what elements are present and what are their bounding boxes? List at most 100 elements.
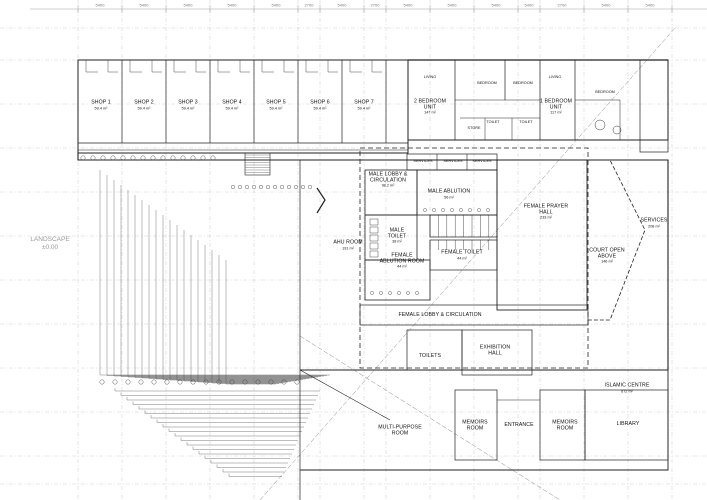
seating-step	[120, 185, 321, 377]
column-marker	[237, 184, 242, 189]
landscape-label: LANDSCAPE ±0.00	[30, 236, 69, 252]
column-marker	[294, 379, 300, 385]
room-area: 38 m²	[392, 239, 402, 244]
wc-cubicle	[369, 250, 379, 258]
seating-step	[144, 410, 310, 414]
seating-step	[197, 240, 288, 383]
door-swing	[305, 60, 318, 73]
dimension-label: 5400	[601, 2, 611, 8]
column-marker	[160, 155, 166, 161]
room-name: TOILET	[486, 120, 500, 125]
stair-circle	[612, 125, 622, 135]
multi-purpose-room-label: MULTI-PURPOSE ROOM	[378, 425, 422, 436]
room-area: 59.4 m²	[181, 106, 195, 110]
seating-step	[126, 397, 316, 401]
ablution-stool	[486, 208, 490, 212]
exhibition-hall-label: EXHIBITION HALL	[480, 345, 510, 356]
room-name: MALE ABLUTION	[427, 188, 471, 195]
wc-cubicle	[369, 226, 379, 234]
landscape-level: ±0.00	[41, 244, 59, 251]
seating-step	[106, 175, 327, 376]
room-name: MALE TOILET	[387, 227, 407, 240]
services-c-label: SERVICES	[472, 159, 491, 165]
direction-arrow	[316, 187, 326, 214]
room-name: AHU ROOM	[333, 239, 363, 246]
wc-cubicle	[369, 234, 379, 242]
wall-line	[299, 369, 391, 421]
room-name: SHOP 7	[354, 99, 374, 106]
seating-step	[216, 464, 286, 468]
room-name: 1 BEDROOM UNIT	[539, 98, 573, 111]
column-marker	[230, 184, 235, 189]
ablution-stool	[432, 208, 436, 212]
column-marker	[112, 379, 118, 385]
room-name: SERVICES	[640, 217, 668, 224]
room-area: 59.4 m²	[269, 106, 283, 110]
main-outer-wall	[77, 153, 669, 370]
room-area: 208 m²	[648, 224, 660, 228]
room-name: TOILET	[519, 120, 533, 125]
column-marker	[150, 155, 156, 161]
column-marker	[273, 184, 278, 189]
seating-step	[225, 260, 276, 385]
seating-step	[134, 195, 315, 378]
seating-step	[169, 220, 300, 381]
seating-step	[155, 210, 306, 380]
room-name: ENTRANCE	[504, 422, 534, 429]
seating-step	[162, 215, 303, 380]
column-marker	[120, 155, 126, 161]
ablution-stool	[397, 291, 401, 295]
door-swing	[217, 60, 230, 73]
female-lobby	[359, 304, 589, 326]
room-area: 59.4 m²	[313, 106, 327, 110]
room-name: SERVICES	[413, 159, 433, 164]
room-name: BEDROOM	[477, 81, 497, 86]
room-name: SHOP 2	[134, 99, 154, 106]
room-name: FEMALE PRAYER HALL	[523, 203, 569, 216]
door-swing	[107, 60, 118, 73]
ablution-stool	[468, 208, 472, 212]
room-name: SHOP 4	[222, 99, 242, 106]
room-name: LIVING	[548, 75, 562, 80]
column-marker	[287, 184, 292, 189]
memoirs-room-a	[454, 389, 498, 461]
room-name: MULTI-PURPOSE ROOM	[378, 424, 422, 436]
seating-step	[222, 469, 284, 473]
room-name: FEMALE ABLUTION ROOM	[379, 252, 425, 265]
column-marker	[138, 379, 144, 385]
female-lobby-label: FEMALE LOBBY & CIRCULATION	[398, 313, 481, 319]
library-label: LIBRARY	[617, 422, 640, 428]
dimension-label: 5400	[139, 2, 149, 8]
column-marker	[180, 155, 186, 161]
seating-step	[211, 250, 282, 384]
dimension-label: 5400	[183, 2, 193, 8]
dimension-label: 2700	[304, 2, 314, 8]
column-marker	[125, 379, 131, 385]
ablution-stool	[406, 291, 410, 295]
dimension-label: 5400	[645, 2, 655, 8]
column-marker	[210, 155, 216, 161]
ablution-stool	[477, 208, 481, 212]
dimension-label: 5400	[337, 2, 347, 8]
seating-step	[168, 428, 302, 432]
dimension-label: 5400	[447, 2, 457, 8]
seating-step	[156, 419, 306, 423]
room-area: 147 m²	[424, 110, 436, 115]
column-marker	[110, 155, 116, 161]
room-name: SERVICES	[472, 159, 492, 164]
ablution-stool	[423, 208, 427, 212]
room-name: SERVICES	[443, 159, 463, 164]
seating-step	[99, 170, 330, 376]
seating-step	[204, 455, 290, 459]
column-marker	[244, 184, 249, 189]
room-area: 44 m²	[457, 256, 467, 260]
